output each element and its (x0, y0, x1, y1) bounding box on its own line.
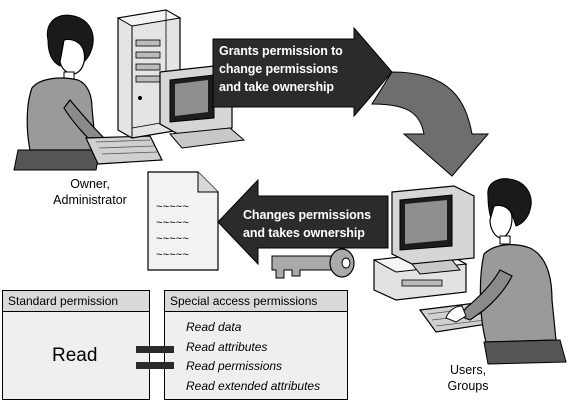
svg-text:~~~~~: ~~~~~ (156, 202, 189, 214)
owner-caption: Owner, Administrator (53, 177, 127, 207)
standard-permission-header: Standard permission (2, 290, 150, 312)
standard-permission-value: Read (52, 345, 98, 366)
user-person-icon (445, 178, 567, 365)
key-icon (271, 248, 355, 279)
svg-text:~~~~~: ~~~~~ (156, 250, 189, 262)
special-access-item: Read extended attributes (186, 378, 321, 393)
special-access-item: Read permissions (186, 359, 283, 373)
svg-text:~~~~~: ~~~~~ (156, 234, 189, 246)
standard-permission-body (2, 312, 150, 400)
special-access-header: Special access permissions (164, 290, 348, 312)
special-access-body (164, 312, 348, 400)
svg-text:~~~~~: ~~~~~ (156, 218, 189, 230)
special-access-item: Read attributes (186, 339, 268, 354)
grants-arrow-icon (212, 26, 393, 118)
users-caption: Users, Groups (447, 363, 489, 393)
grants-arrow-label: Grants permission to change permissions … (219, 44, 343, 94)
equals-bar-top (136, 346, 174, 353)
special-access-list: Read data Read attributes Read permissio… (186, 318, 320, 396)
equals-bar-bottom (136, 362, 174, 369)
changes-arrow-label: Changes permissions and takes ownership (243, 208, 372, 240)
special-access-item: Read data (186, 320, 242, 334)
changes-arrow-icon (217, 178, 389, 266)
document-icon: ~~~~~ ~~~~~ ~~~~~ ~~~~~ (147, 171, 219, 271)
curved-arrow-icon (371, 71, 490, 177)
workstation-icon (372, 185, 475, 301)
owner-keyboard-icon (85, 135, 163, 165)
